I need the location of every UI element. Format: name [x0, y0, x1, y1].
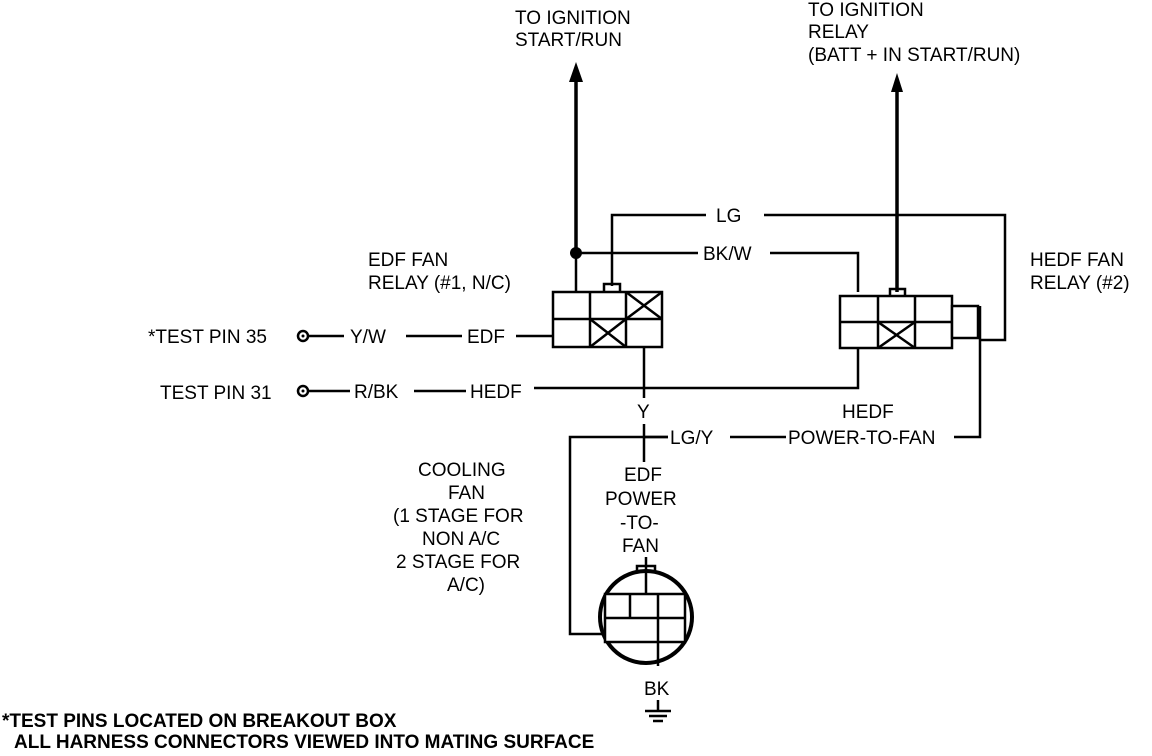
wire-edf-label: EDF — [467, 327, 505, 348]
wire-bkw-label: BK/W — [703, 244, 752, 265]
wire-lg-label: LG — [716, 206, 741, 227]
hedf-relay-connector — [838, 287, 980, 350]
ignition-relay-label-1: TO IGNITION — [808, 0, 924, 21]
wire-lgy-left — [568, 435, 668, 636]
ignition-relay-label-3: (BATT + IN START/RUN) — [808, 45, 1020, 66]
cooling-fan-connector — [598, 557, 694, 666]
wire-hedf-power — [954, 306, 982, 439]
ignition-start-run-label-1: TO IGNITION — [515, 8, 631, 29]
cooling-fan-label-4: NON A/C — [422, 529, 500, 550]
wire-bk-label: BK — [644, 679, 670, 700]
arrow-up-icon — [569, 62, 583, 82]
ground-icon — [645, 700, 671, 723]
ignition-relay-feed — [891, 73, 903, 292]
footnote-harness: ALL HARNESS CONNECTORS VIEWED INTO MATIN… — [14, 732, 594, 753]
wire-hedf-label: HEDF — [470, 382, 522, 403]
edf-relay-label-2: RELAY (#1, N/C) — [368, 273, 511, 294]
wire-lgy-label: LG/Y — [670, 428, 714, 449]
wire-yw-label: Y/W — [350, 327, 386, 348]
hedf-relay-label-2: RELAY (#2) — [1030, 273, 1130, 294]
wire-rbk-label: R/BK — [354, 382, 399, 403]
footnote-test-pins: *TEST PINS LOCATED ON BREAKOUT BOX — [2, 711, 397, 732]
edf-power-label-3: -TO- — [620, 513, 659, 534]
test-pin-31-label: TEST PIN 31 — [160, 383, 272, 404]
edf-relay-connector — [551, 282, 664, 349]
wire-lg — [610, 213, 1007, 342]
wire-bkw — [576, 251, 860, 292]
cooling-fan-label-1: COOLING — [418, 460, 506, 481]
cooling-fan-label-2: FAN — [448, 483, 485, 504]
edf-power-label-2: POWER — [605, 489, 677, 510]
ignition-relay-label-2: RELAY — [808, 22, 869, 43]
hedf-power-label-1: HEDF — [842, 402, 894, 423]
wire-y-label: Y — [637, 402, 650, 423]
wire-hedf-segment — [534, 348, 860, 390]
cooling-fan-label-6: A/C) — [447, 575, 485, 596]
arrow-up-icon — [891, 73, 903, 92]
ignition-start-run-feed — [569, 62, 583, 292]
cooling-fan-label-5: 2 STAGE FOR — [396, 552, 520, 573]
edf-power-label-1: EDF — [624, 465, 662, 486]
test-pin-35-label: *TEST PIN 35 — [148, 327, 267, 348]
hedf-relay-label-1: HEDF FAN — [1030, 250, 1124, 271]
edf-power-label-4: FAN — [622, 536, 659, 557]
cooling-fan-label-3: (1 STAGE FOR — [393, 506, 524, 527]
hedf-power-label-2: POWER-TO-FAN — [788, 428, 935, 449]
edf-relay-label-1: EDF FAN — [368, 250, 448, 271]
test-pin-35-terminal — [296, 329, 310, 343]
test-pin-31-terminal — [296, 384, 310, 398]
ignition-start-run-label-2: START/RUN — [515, 30, 622, 51]
